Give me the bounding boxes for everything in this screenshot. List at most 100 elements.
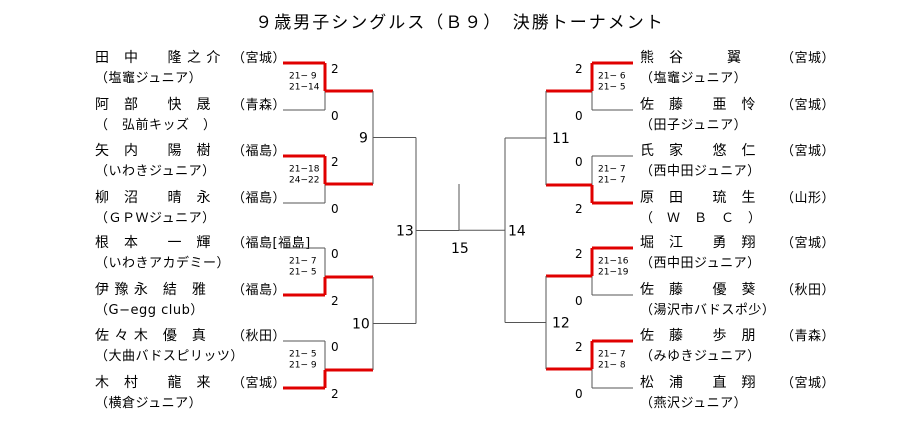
match-number: 15 <box>451 241 469 257</box>
match-result: 0 <box>575 294 583 308</box>
match-result: 0 <box>331 247 339 261</box>
game-score: 21− 5 <box>289 268 317 278</box>
right-player-7-club: （みゆきジュニア） <box>640 349 761 364</box>
player-prefecture: （宮城） <box>781 144 836 159</box>
right-player-4-club: （ Ｗ Ｂ Ｃ ） <box>640 211 762 226</box>
player-name: 原 田 琉 生 <box>640 190 756 206</box>
game-score: 21− 6 <box>598 72 626 82</box>
match-result: 2 <box>331 62 339 76</box>
match-result: 0 <box>331 202 339 216</box>
match-number: 11 <box>552 131 570 147</box>
right-player-3-club: （西中田ジュニア） <box>640 164 761 179</box>
match-number: 12 <box>552 316 570 332</box>
game-score: 21−16 <box>598 257 629 267</box>
right-player-7-name: 佐 藤 歩 朋 （青森） <box>640 325 835 345</box>
right-player-8-club: （燕沢ジュニア） <box>640 396 748 411</box>
left-player-4-name: 柳 沼 晴 永 （福島） <box>95 187 286 207</box>
game-score: 21− 9 <box>289 361 317 371</box>
player-name: 柳 沼 晴 永 <box>95 190 211 206</box>
player-name: 佐 藤 亜 怜 <box>640 97 756 113</box>
right-player-3-name: 氏 家 悠 仁 （宮城） <box>640 140 835 160</box>
match-number: 10 <box>352 317 370 333</box>
player-prefecture: （福島） <box>232 191 287 206</box>
right-player-1-club: （塩竈ジュニア） <box>640 71 748 86</box>
game-score: 21− 5 <box>598 83 626 93</box>
player-prefecture: （秋田） <box>781 283 836 298</box>
player-name: 田 中 隆 之 介 <box>95 50 221 66</box>
right-player-5-name: 堀 江 勇 翔 （宮城） <box>640 232 835 252</box>
player-prefecture: （福島） <box>232 283 287 298</box>
right-player-2-club: （田子ジュニア） <box>640 118 748 133</box>
left-player-6-club: （G−egg club） <box>95 303 204 318</box>
player-prefecture: （福島） <box>232 144 287 159</box>
player-name: 堀 江 勇 翔 <box>640 235 756 251</box>
match-result: 2 <box>575 62 583 76</box>
left-player-7-name: 佐 々 木 優 真 （秋田） <box>95 325 286 345</box>
game-score: 21− 8 <box>598 361 626 371</box>
left-player-1-club: （塩竈ジュニア） <box>95 71 203 86</box>
match-result: 2 <box>575 202 583 216</box>
match-result: 2 <box>331 387 339 401</box>
player-name: 氏 家 悠 仁 <box>640 143 756 159</box>
match-result: 0 <box>575 109 583 123</box>
left-player-2-name: 阿 部 快 晟 （青森） <box>95 94 286 114</box>
player-prefecture: （福島[福島] <box>232 236 311 251</box>
game-score: 21− 5 <box>289 350 317 360</box>
match-result: 2 <box>331 294 339 308</box>
player-name: 佐 藤 優 葵 <box>640 282 756 298</box>
player-prefecture: （青森） <box>781 329 836 344</box>
player-prefecture: （宮城） <box>232 51 287 66</box>
right-player-8-name: 松 浦 直 翔（宮城） <box>640 372 835 392</box>
game-score: 21− 7 <box>598 165 626 175</box>
game-score: 21−19 <box>598 268 629 278</box>
match-number: 13 <box>396 224 414 240</box>
match-number: 9 <box>359 131 368 147</box>
left-player-8-club: （横倉ジュニア） <box>95 396 203 411</box>
player-prefecture: （宮城） <box>232 376 287 391</box>
player-name: 松 浦 直 翔 <box>640 375 756 391</box>
player-name: 佐 藤 歩 朋 <box>640 328 756 344</box>
game-score: 21− 7 <box>598 350 626 360</box>
match-result: 0 <box>575 155 583 169</box>
player-name: 熊 谷 翼 <box>640 50 742 66</box>
right-player-5-club: （西中田ジュニア） <box>640 256 761 271</box>
match-result: 0 <box>331 340 339 354</box>
match-result: 2 <box>575 340 583 354</box>
player-prefecture: （宮城） <box>781 236 836 251</box>
game-score: 21− 7 <box>598 176 626 186</box>
player-prefecture: （山形） <box>781 191 836 206</box>
left-player-3-name: 矢 内 陽 樹 （福島） <box>95 140 286 160</box>
right-player-6-name: 佐 藤 優 葵 （秋田） <box>640 279 835 299</box>
left-player-8-name: 木 村 龍 来 （宮城） <box>95 372 286 392</box>
game-score: 21−18 <box>289 165 320 175</box>
player-prefecture: （宮城） <box>781 98 836 113</box>
match-result: 2 <box>575 247 583 261</box>
right-player-2-name: 佐 藤 亜 怜 （宮城） <box>640 94 835 114</box>
right-player-6-club: （湯沢市バドスポ少） <box>640 303 776 318</box>
page-title: ９歳男子シングルス（Ｂ９） 決勝トーナメント <box>255 13 665 33</box>
left-player-2-club: （ 弘前キッズ ） <box>95 118 217 133</box>
player-name: 阿 部 快 晟 <box>95 97 211 113</box>
player-name: 根 本 一 輝 <box>95 235 211 251</box>
match-result: 0 <box>331 109 339 123</box>
player-prefecture: （秋田） <box>232 329 287 344</box>
match-result: 2 <box>331 155 339 169</box>
player-name: 木 村 龍 来 <box>95 375 211 391</box>
player-prefecture: （青森） <box>232 98 287 113</box>
match-result: 0 <box>575 387 583 401</box>
player-name: 矢 内 陽 樹 <box>95 143 211 159</box>
player-prefecture: （宮城） <box>781 51 836 66</box>
match-number: 14 <box>508 223 526 239</box>
game-score: 21−14 <box>289 83 320 93</box>
game-score: 21− 7 <box>289 257 317 267</box>
game-score: 24−22 <box>289 176 319 186</box>
left-player-5-club: （いわきアカデミー） <box>95 256 231 271</box>
left-player-7-club: （大曲バドスピリッツ） <box>95 349 244 364</box>
left-player-5-name: 根 本 一 輝 （福島[福島] <box>95 232 310 252</box>
left-player-6-name: 伊 豫 永 結 雅（福島） <box>95 279 286 299</box>
right-player-4-name: 原 田 琉 生 （山形） <box>640 187 835 207</box>
left-player-1-name: 田 中 隆 之 介 （宮城） <box>95 47 286 67</box>
player-name: 佐 々 木 優 真 <box>95 328 207 344</box>
right-player-1-name: 熊 谷 翼 （宮城） <box>640 47 835 67</box>
